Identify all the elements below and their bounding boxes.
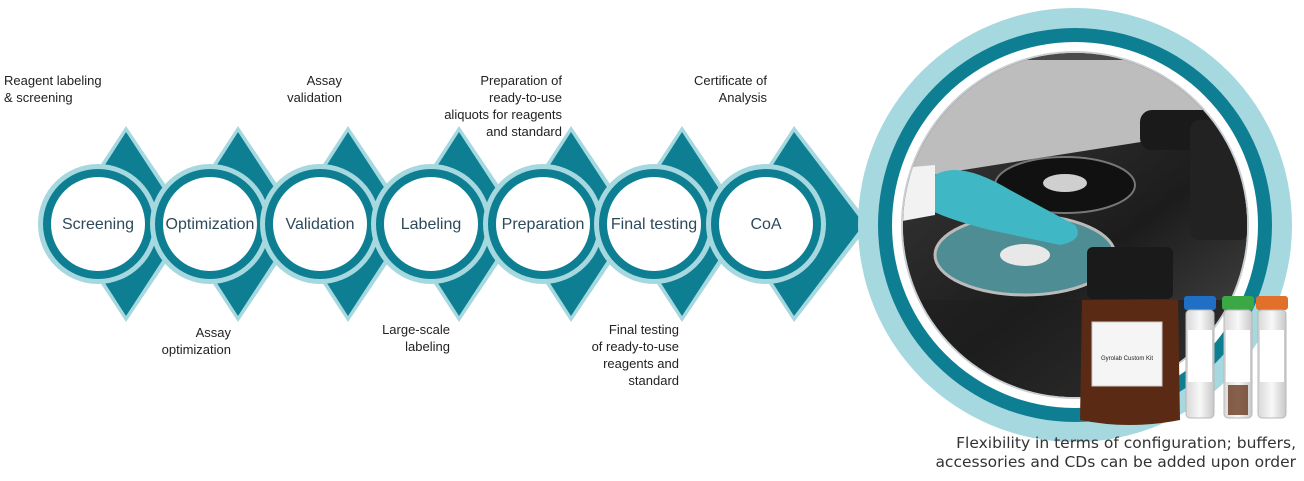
tube-0 — [1184, 296, 1216, 419]
step-1: Optimization — [150, 164, 270, 284]
step-label: Screening — [62, 216, 134, 233]
annotation-top-3-line: Certificate of — [694, 73, 767, 88]
lab-coat-sleeve — [903, 165, 935, 225]
step-fill — [273, 177, 367, 271]
step-label: CoA — [750, 216, 781, 233]
caption-line: Flexibility in terms of configuration; b… — [956, 434, 1296, 452]
annotation-coa: Certificate of Analysis — [694, 72, 767, 106]
annotation-top-0-line: & screening — [4, 90, 73, 105]
kit-label-text: Gyrolab Custom Kit — [1101, 356, 1153, 362]
step-4: Preparation — [483, 164, 603, 284]
annotation-validation: Assay validation — [287, 72, 342, 106]
annotation-bottom-0-line: Assay — [195, 325, 231, 340]
bottle-cap — [1087, 247, 1173, 299]
tube-label — [1188, 330, 1212, 382]
tube-liquid — [1228, 385, 1248, 415]
annotation-top-1-line: Assay — [306, 73, 342, 88]
caption-line: accessories and CDs can be added upon or… — [935, 453, 1296, 471]
step-5: Final testing — [594, 164, 714, 284]
step-3: Labeling — [371, 164, 491, 284]
tube-cap — [1256, 296, 1288, 310]
annotation-bottom-2-line: reagents and — [603, 356, 679, 371]
kit-bottle: Gyrolab Custom Kit — [1080, 247, 1180, 425]
step-fill — [51, 177, 145, 271]
tube-label — [1226, 330, 1250, 382]
step-fill — [384, 177, 478, 271]
step-label: Final testing — [611, 216, 697, 233]
step-2: Validation — [260, 164, 380, 284]
annotation-final-testing: Final testing of ready-to-use reagents and… — [592, 321, 679, 389]
tube-2 — [1256, 296, 1288, 419]
photo-circle: Gyrolab Custom Kit — [858, 8, 1292, 442]
step-6: CoA — [706, 164, 826, 284]
annotation-top-0-line: Reagent labeling — [4, 73, 102, 88]
step-label: Labeling — [401, 216, 462, 233]
step-label: Preparation — [502, 216, 585, 233]
annotation-bottom-0-line: optimization — [161, 342, 231, 357]
annotation-top-3-line: Analysis — [718, 90, 767, 105]
step-circles: Screening Optimization Validation Labeling P… — [38, 164, 826, 284]
cd-center — [1000, 244, 1050, 266]
annotation-labeling: Large-scale labeling — [382, 321, 450, 355]
annotation-top-2-line: ready-to-use — [489, 90, 562, 105]
annotation-bottom-1-line: labeling — [405, 339, 450, 354]
rotor-hub — [1043, 174, 1087, 192]
annotation-optimization: Assay optimization — [162, 324, 231, 358]
tube-cap — [1184, 296, 1216, 310]
step-fill — [719, 177, 813, 271]
annotation-bottom-2-line: of ready-to-use — [591, 339, 679, 354]
photo-caption: Flexibility in terms of configuration; b… — [935, 434, 1296, 472]
annotation-screening: Reagent labeling & screening — [4, 72, 102, 106]
annotation-top-2-line: aliquots for reagents — [444, 107, 562, 122]
annotation-bottom-1-line: Large-scale — [382, 322, 450, 337]
step-fill — [163, 177, 257, 271]
tube-cap — [1222, 296, 1254, 310]
tube-1 — [1222, 296, 1254, 419]
gloved-hand — [930, 170, 1078, 245]
tube-label — [1260, 330, 1284, 382]
step-fill — [607, 177, 701, 271]
annotation-bottom-2-line: standard — [628, 373, 679, 388]
annotation-bottom-2-line: Final testing — [608, 322, 679, 337]
step-fill — [496, 177, 590, 271]
reagent-tubes — [1184, 296, 1288, 419]
step-label: Validation — [285, 216, 354, 233]
annotation-top-2-line: and standard — [486, 124, 562, 139]
annotation-top-2-line: Preparation of — [480, 73, 562, 88]
bottle-label — [1091, 321, 1163, 387]
annotation-top-1-line: validation — [287, 90, 342, 105]
step-label: Optimization — [166, 216, 255, 233]
step-0: Screening — [38, 164, 158, 284]
annotation-preparation: Preparation of ready-to-use aliquots for r… — [444, 72, 562, 140]
